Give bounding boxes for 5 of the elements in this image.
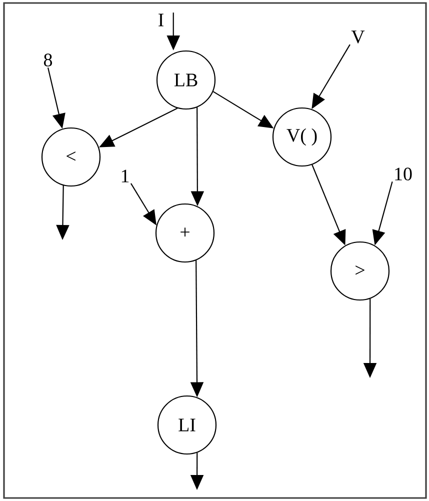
input-label: V [351, 30, 365, 44]
input-label: 10 [395, 168, 412, 180]
input-label: 8 [44, 54, 52, 66]
input-label: I [158, 14, 164, 26]
input-label: 1 [122, 170, 129, 182]
